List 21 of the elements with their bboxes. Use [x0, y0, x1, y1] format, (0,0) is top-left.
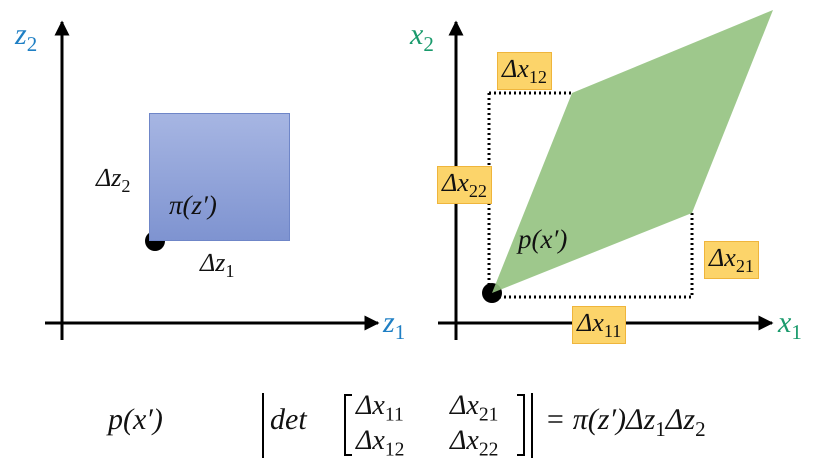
dimension-tag: Δx$_{21}$: [704, 241, 759, 280]
dimension-label: Δz$_{2}$: [96, 165, 130, 196]
square-region: [149, 113, 290, 241]
formula-text: = π(z′)Δz$_{1}$Δz$_{2}$: [545, 405, 706, 440]
axis-label: x$_{1}$: [778, 308, 802, 343]
density-label: p(x′): [518, 226, 568, 253]
formula-text: det: [270, 405, 307, 435]
matrix-entry: Δx$_{12}$: [356, 427, 404, 460]
dimension-tag: Δx$_{12}$: [497, 52, 552, 90]
matrix-entry: Δx$_{11}$: [356, 392, 404, 426]
axis-label: z$_{2}$: [15, 20, 38, 55]
dimension-label: Δz$_{1}$: [200, 250, 234, 280]
matrix-entry: Δx$_{22}$: [450, 427, 498, 460]
dimension-tag: Δx$_{22}$: [437, 166, 492, 204]
parallelogram-region: [492, 10, 773, 293]
density-label: π(z′): [169, 192, 217, 219]
axis-label: z$_{1}$: [383, 308, 406, 343]
dimension-tag: Δx$_{11}$: [572, 306, 626, 344]
matrix-entry: Δx$_{21}$: [450, 392, 498, 426]
formula-text: p(x′): [108, 405, 163, 435]
axis-label: x$_{2}$: [410, 20, 434, 55]
